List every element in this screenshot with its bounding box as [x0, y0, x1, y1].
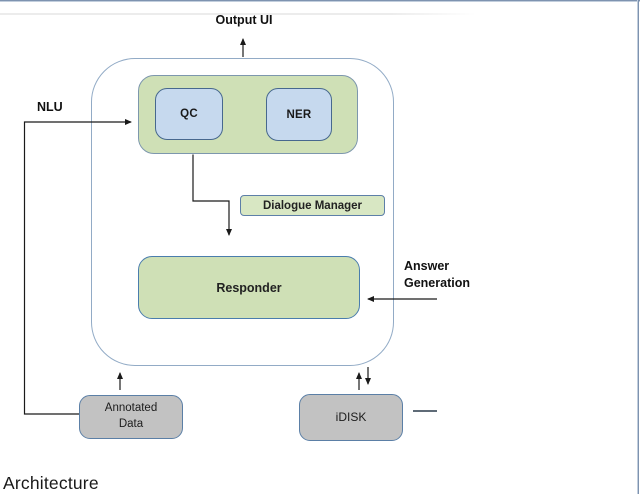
arrow-nlu-responder	[192, 154, 232, 236]
qc-label: QC	[180, 108, 198, 120]
output-ui-label: Output UI	[215, 13, 273, 27]
ner-node: NER	[266, 88, 332, 141]
ner-label: NER	[286, 108, 312, 121]
qc-node: QC	[155, 88, 223, 140]
architecture-container	[91, 58, 394, 366]
dialogue-manager-node: Dialogue Manager	[240, 195, 385, 216]
annotated-data-node: Annotated Data	[79, 395, 183, 439]
responder-node: Responder	[138, 256, 360, 319]
figure-caption: Architecture	[3, 473, 99, 493]
idisk-label: iDISK	[335, 410, 367, 425]
page-top-border	[0, 0, 640, 2]
page-right-border	[637, 0, 639, 494]
responder-label: Responder	[216, 280, 282, 295]
answer-generation-label: Answer Generation	[404, 259, 470, 290]
annotated-data-label: Annotated Data	[104, 402, 158, 430]
nlu-label: NLU	[37, 100, 63, 114]
arrow-nlu-input	[23, 119, 132, 415]
dialogue-manager-label: Dialogue Manager	[262, 199, 363, 212]
idisk-node: iDISK	[299, 394, 403, 441]
header-rule	[0, 13, 476, 15]
